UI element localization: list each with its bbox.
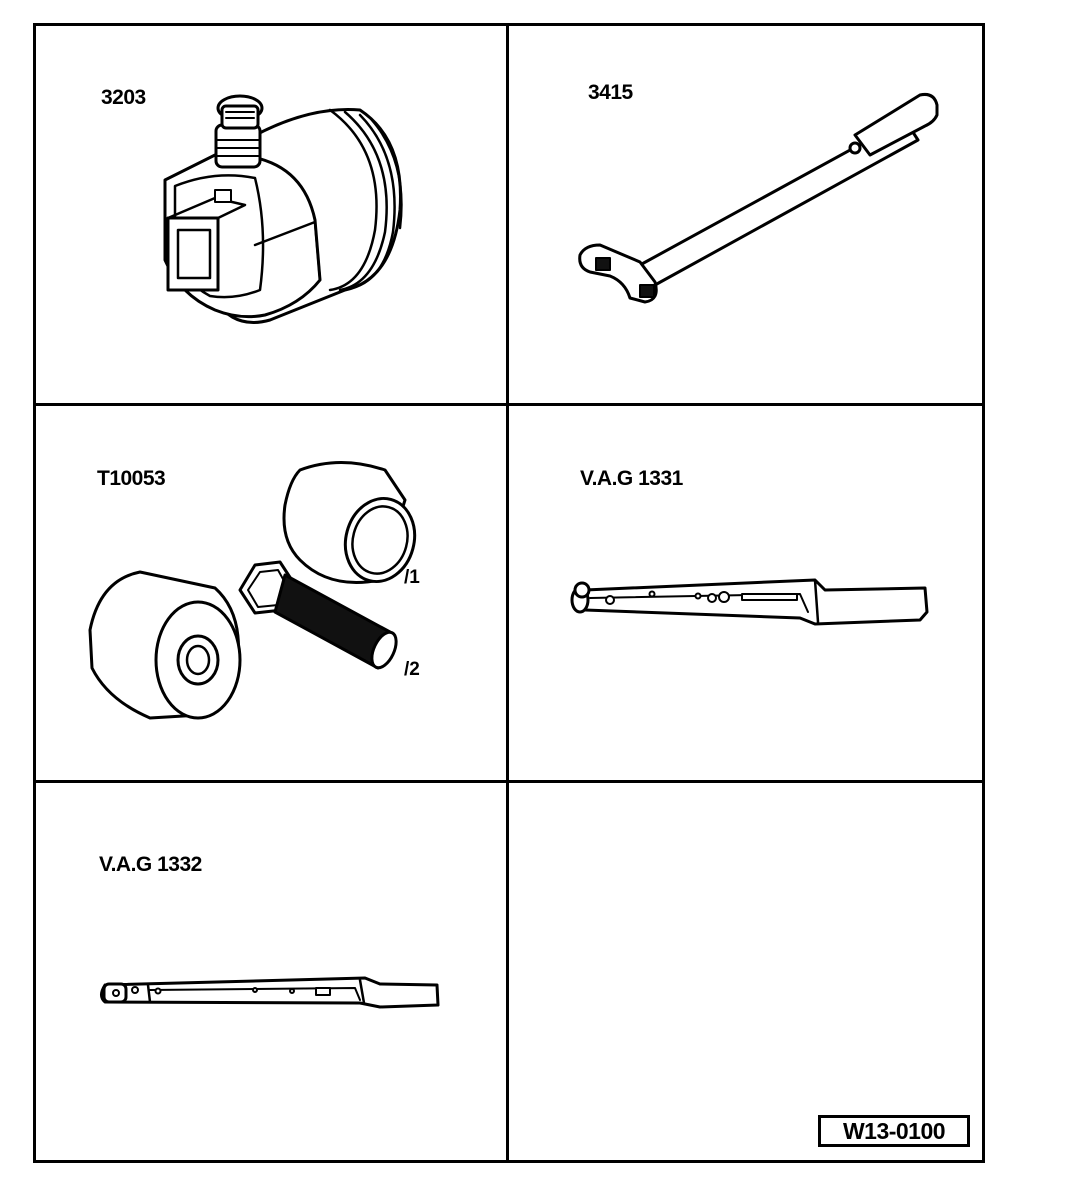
tool-label-t10053: T10053 <box>97 467 166 490</box>
tool-label-vag1332: V.A.G 1332 <box>99 853 202 876</box>
tool-label-3415: 3415 <box>588 81 633 104</box>
tool-vag1331-illustration <box>570 578 929 626</box>
tool-label-3203: 3203 <box>101 86 146 109</box>
tool-vag1332-illustration <box>100 976 440 1009</box>
empty-cell <box>506 780 985 1163</box>
part-label-2: /2 <box>404 659 420 680</box>
tool-3203-illustration <box>163 94 403 324</box>
part-label-1: /1 <box>404 567 420 588</box>
tool-cell-vag1332 <box>33 780 509 1163</box>
tool-t10053-illustration <box>88 461 417 720</box>
figure-reference-box: W13-0100 <box>818 1115 970 1147</box>
tool-3415-illustration <box>578 93 939 304</box>
tool-label-vag1331: V.A.G 1331 <box>580 467 683 490</box>
